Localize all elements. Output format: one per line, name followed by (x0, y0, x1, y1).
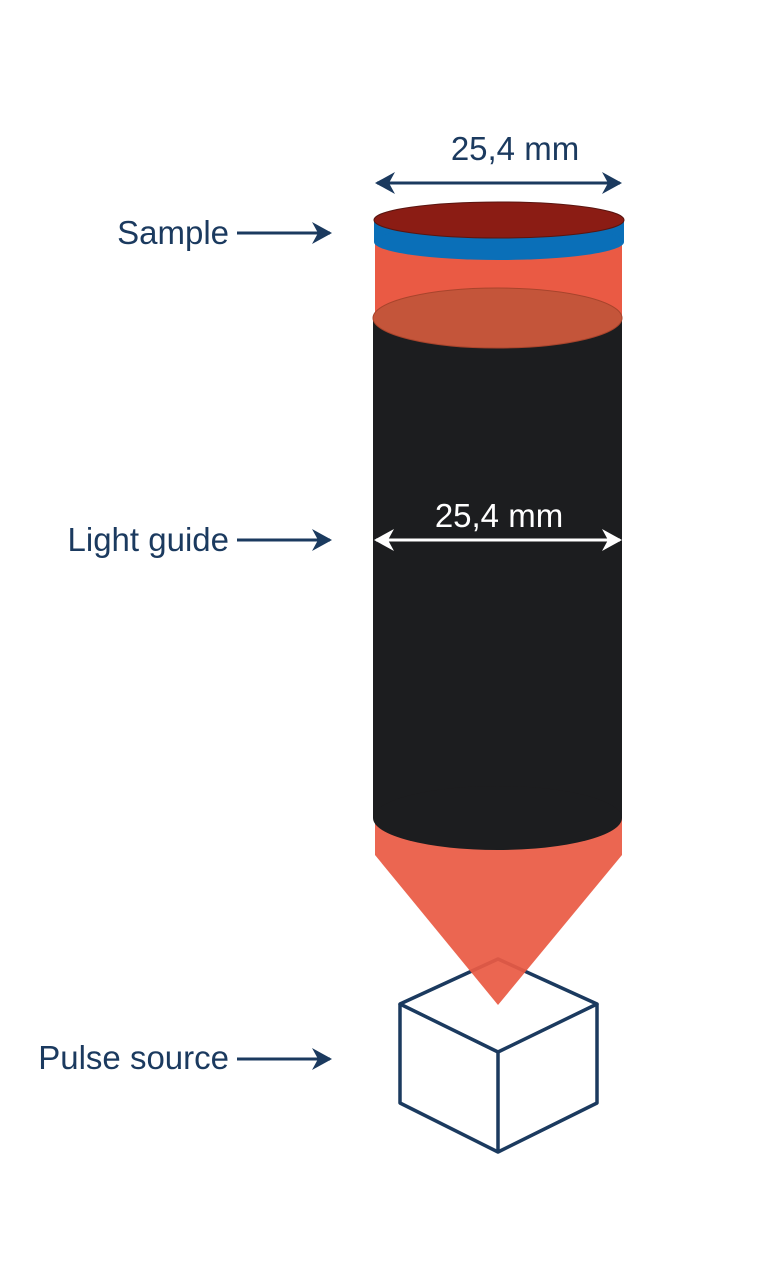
pulse-source-label: Pulse source (38, 1039, 229, 1076)
light-guide-cylinder (372, 287, 623, 850)
light-cone (375, 818, 622, 1005)
light-guide-width-label: 25,4 mm (435, 497, 563, 534)
sample-label: Sample (117, 214, 229, 251)
sample-disc (373, 201, 625, 260)
light-guide-label: Light guide (68, 521, 229, 558)
sample-width-label: 25,4 mm (451, 130, 579, 167)
pulse-source-cube (398, 957, 599, 1154)
